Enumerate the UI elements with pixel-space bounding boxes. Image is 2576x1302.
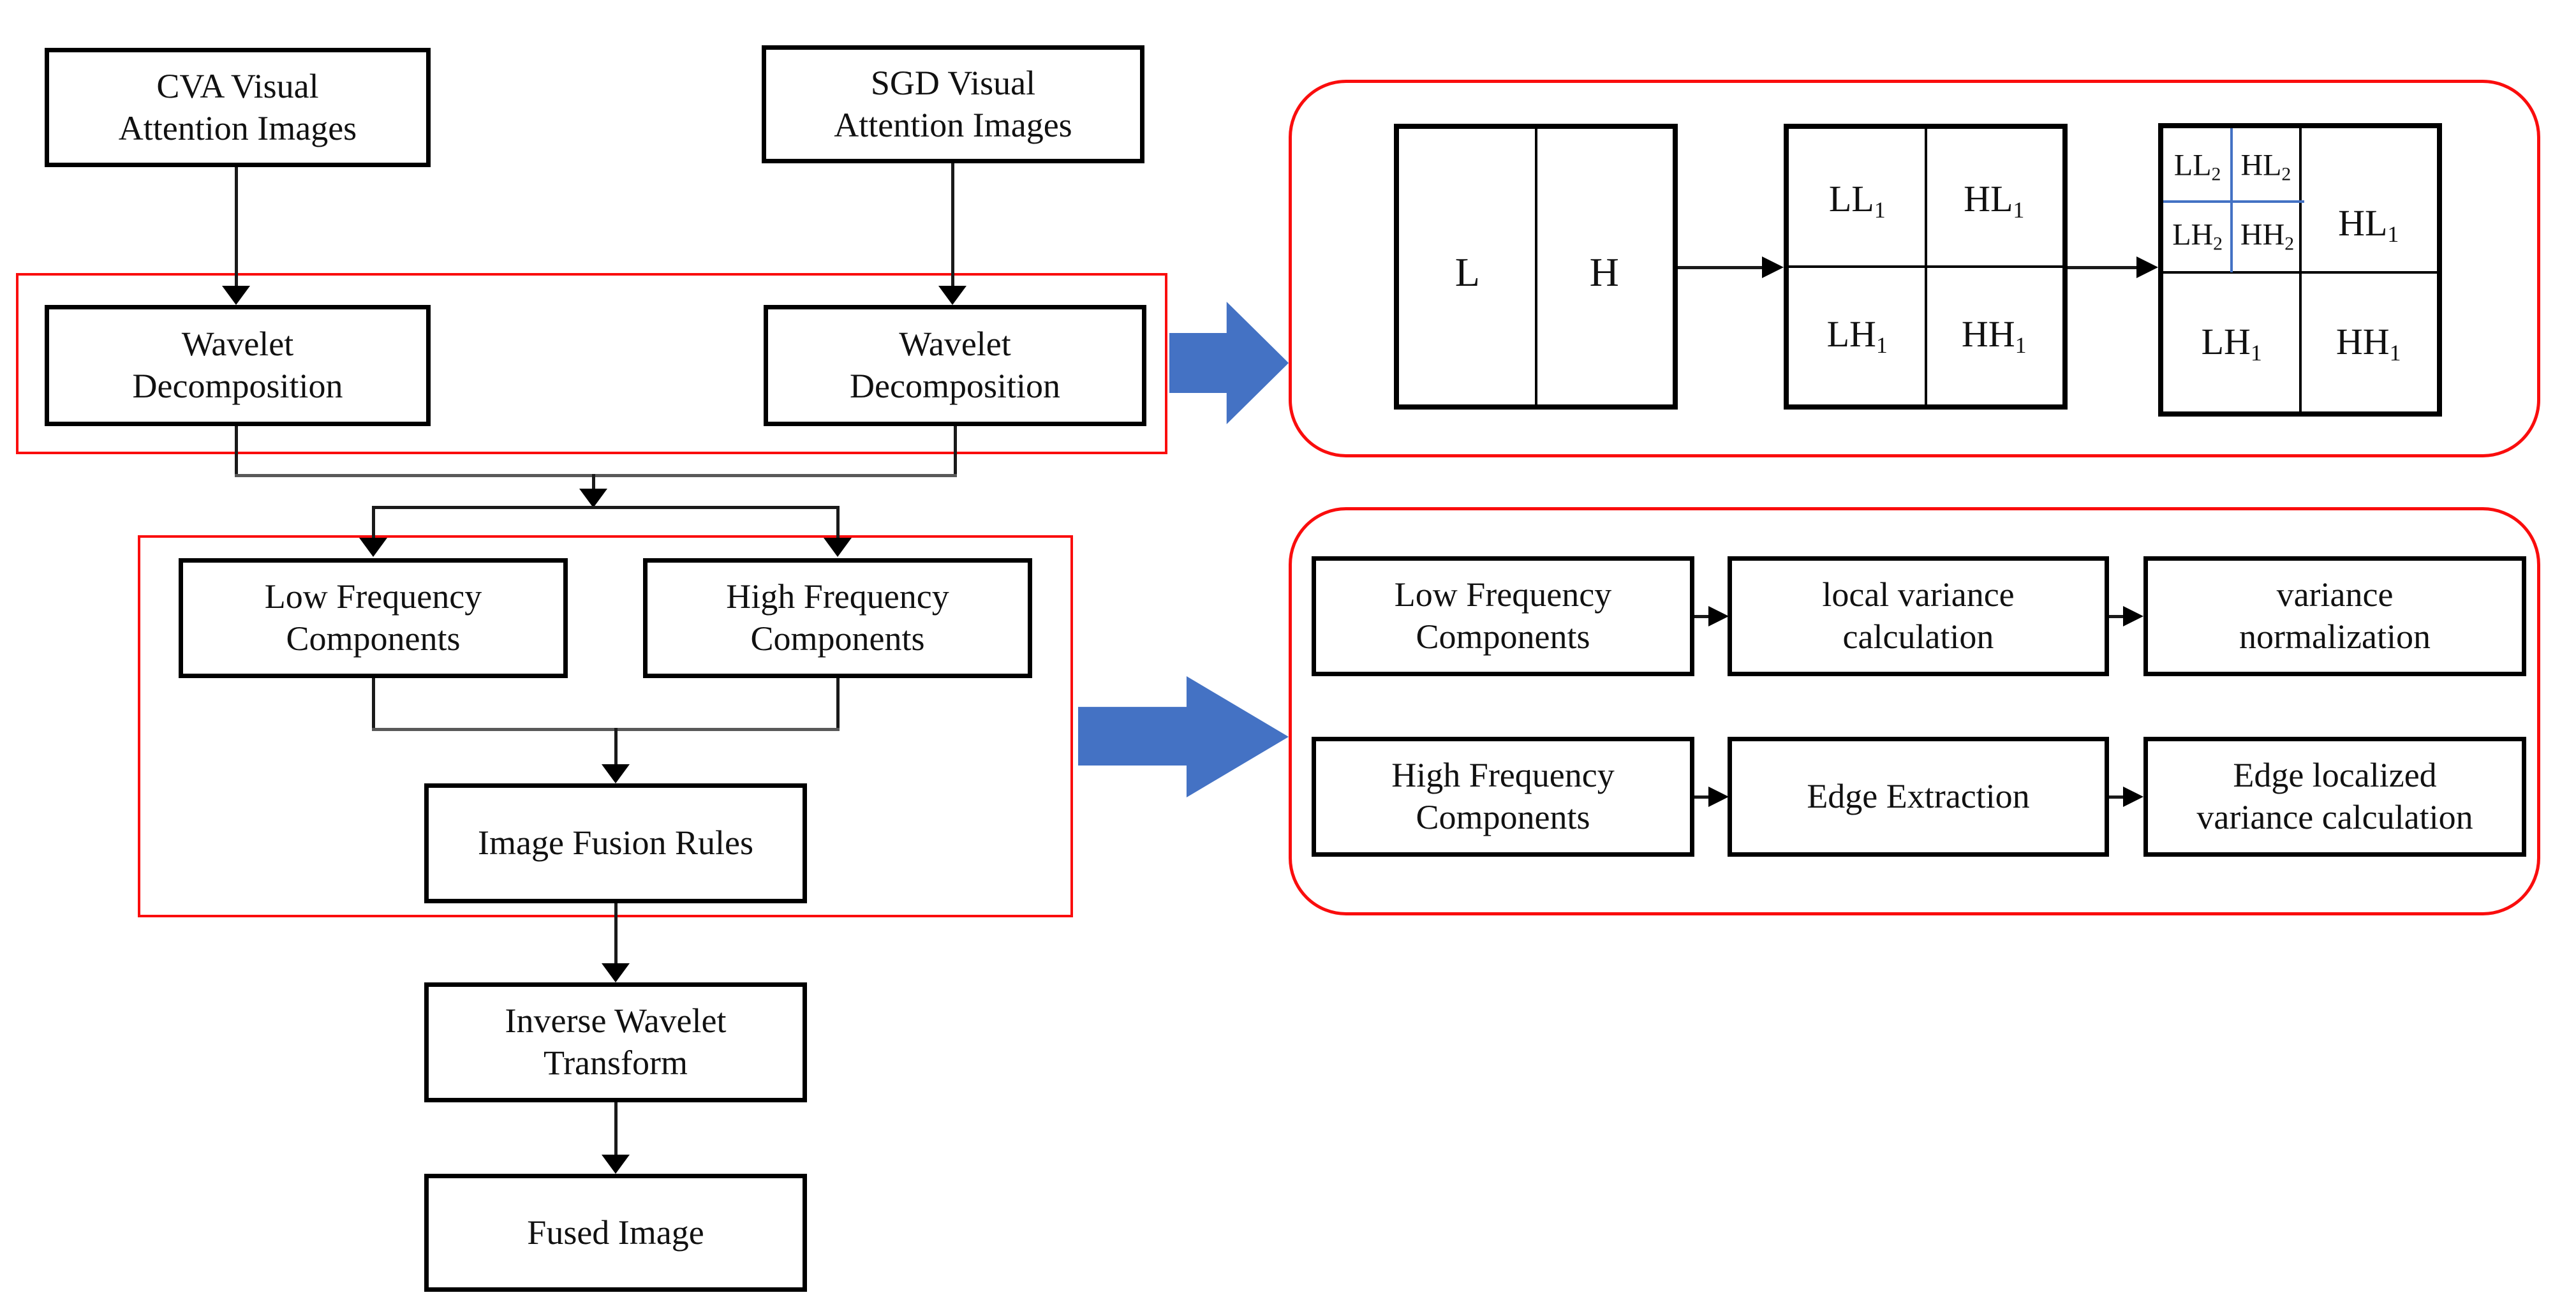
connector-inverse-to-fused [614,1102,618,1156]
image-fusion-rules-box: Image Fusion Rules [424,783,807,903]
connector-square1-square2 [1678,266,1762,269]
connector-merge-stub [592,474,595,492]
connector-lowfreq-down [372,678,375,730]
panel-high-frequency-box: High Frequency Components [1312,737,1694,857]
local-variance-calculation-box: local variance calculation [1728,556,2109,676]
subband-hh1-label: HH1 [1961,313,2027,359]
subband-hh1-level2-label: HH1 [2335,321,2401,366]
connector-row2-b [2109,795,2124,799]
wavelet-decomposition-region-outline [16,273,1167,454]
inverse-wavelet-transform-box: Inverse Wavelet Transform [424,982,807,1102]
subband-square-level2: LL2 HL2 LH2 HH2 HL1 LH1 HH1 [2158,123,2442,417]
arrowhead-row1-a [1708,606,1729,626]
subband-l-label: L [1455,249,1480,295]
arrowhead-merge-stub [579,489,607,508]
subband-ll1-label: LL1 [1828,178,1886,223]
connector-sgd-to-wavelet [951,163,954,288]
arrowhead-row2-a [1708,787,1729,807]
arrowhead-square2-square3 [2136,256,2158,278]
edge-extraction-box: Edge Extraction [1728,737,2109,857]
wavelet-decomposition-right-box: Wavelet Decomposition [764,305,1146,426]
connector-wavelet-left-down [235,426,238,477]
fused-image-box: Fused Image [424,1174,807,1292]
subband-lh1-level2-label: LH1 [2201,321,2262,366]
square3-mid-hline [2163,271,2437,274]
square3-mid-vline [2298,128,2302,411]
sgd-visual-attention-images-box: SGD Visual Attention Images [762,45,1144,163]
arrowhead-cva-to-wavelet [222,286,250,305]
square1-mid-vline [1534,129,1537,404]
edge-localized-variance-box: Edge localized variance calculation [2143,737,2526,857]
fusion-region-outline [138,535,1073,917]
connector-row1-b [2109,615,2124,618]
connector-freq-merge-line [372,728,840,731]
arrowhead-into-inverse [602,963,630,982]
subband-hh2-label: HH2 [2240,218,2295,255]
square3-blue-vline [2230,128,2233,273]
subband-hl2-label: HL2 [2240,148,2291,185]
subband-hl1-label: HL1 [1964,178,2025,223]
subband-ll2-label: LL2 [2173,148,2221,185]
connector-branch-right [836,506,840,541]
connector-fusion-stub [614,728,618,766]
arrowhead-row1-b [2123,606,2143,626]
connector-cva-to-wavelet [235,167,238,288]
subband-square-level1: LL1 HL1 LH1 HH1 [1784,124,2068,410]
arrowhead-sgd-to-wavelet [938,286,966,305]
arrowhead-row2-b [2123,787,2143,807]
connector-fusion-to-inverse [614,903,618,965]
high-frequency-components-box: High Frequency Components [643,558,1032,678]
subband-square-level0: L H [1394,124,1678,410]
arrowhead-into-fusion [602,764,630,783]
connector-square2-square3 [2068,266,2136,269]
variance-normalization-box: variance normalization [2143,556,2526,676]
connector-wavelet-merge-line [235,474,957,477]
connector-row2-a [1694,795,1710,799]
arrowhead-into-fused [602,1155,630,1174]
connector-wavelet-right-down [954,426,957,477]
connector-branch-line [372,506,839,509]
arrowhead-branch-left [359,538,387,557]
cva-visual-attention-images-box: CVA Visual Attention Images [45,48,431,167]
connector-row1-a [1694,615,1710,618]
subband-lh2-label: LH2 [2172,218,2223,255]
blue-block-arrow-decomposition [1169,302,1289,424]
subband-h-label: H [1589,249,1619,295]
panel-low-frequency-box: Low Frequency Components [1312,556,1694,676]
connector-branch-left [372,506,375,541]
blue-block-arrow-variance [1078,676,1289,797]
wavelet-decomposition-left-box: Wavelet Decomposition [45,305,431,426]
arrowhead-square1-square2 [1762,256,1784,278]
subband-hl1-level2-label: HL1 [2338,202,2399,247]
low-frequency-components-box: Low Frequency Components [179,558,568,678]
connector-highfreq-down [836,678,840,730]
arrowhead-branch-right [824,538,852,557]
subband-lh1-label: LH1 [1826,313,1888,359]
square2-mid-hline [1789,265,2062,268]
square3-blue-hline [2163,200,2304,203]
